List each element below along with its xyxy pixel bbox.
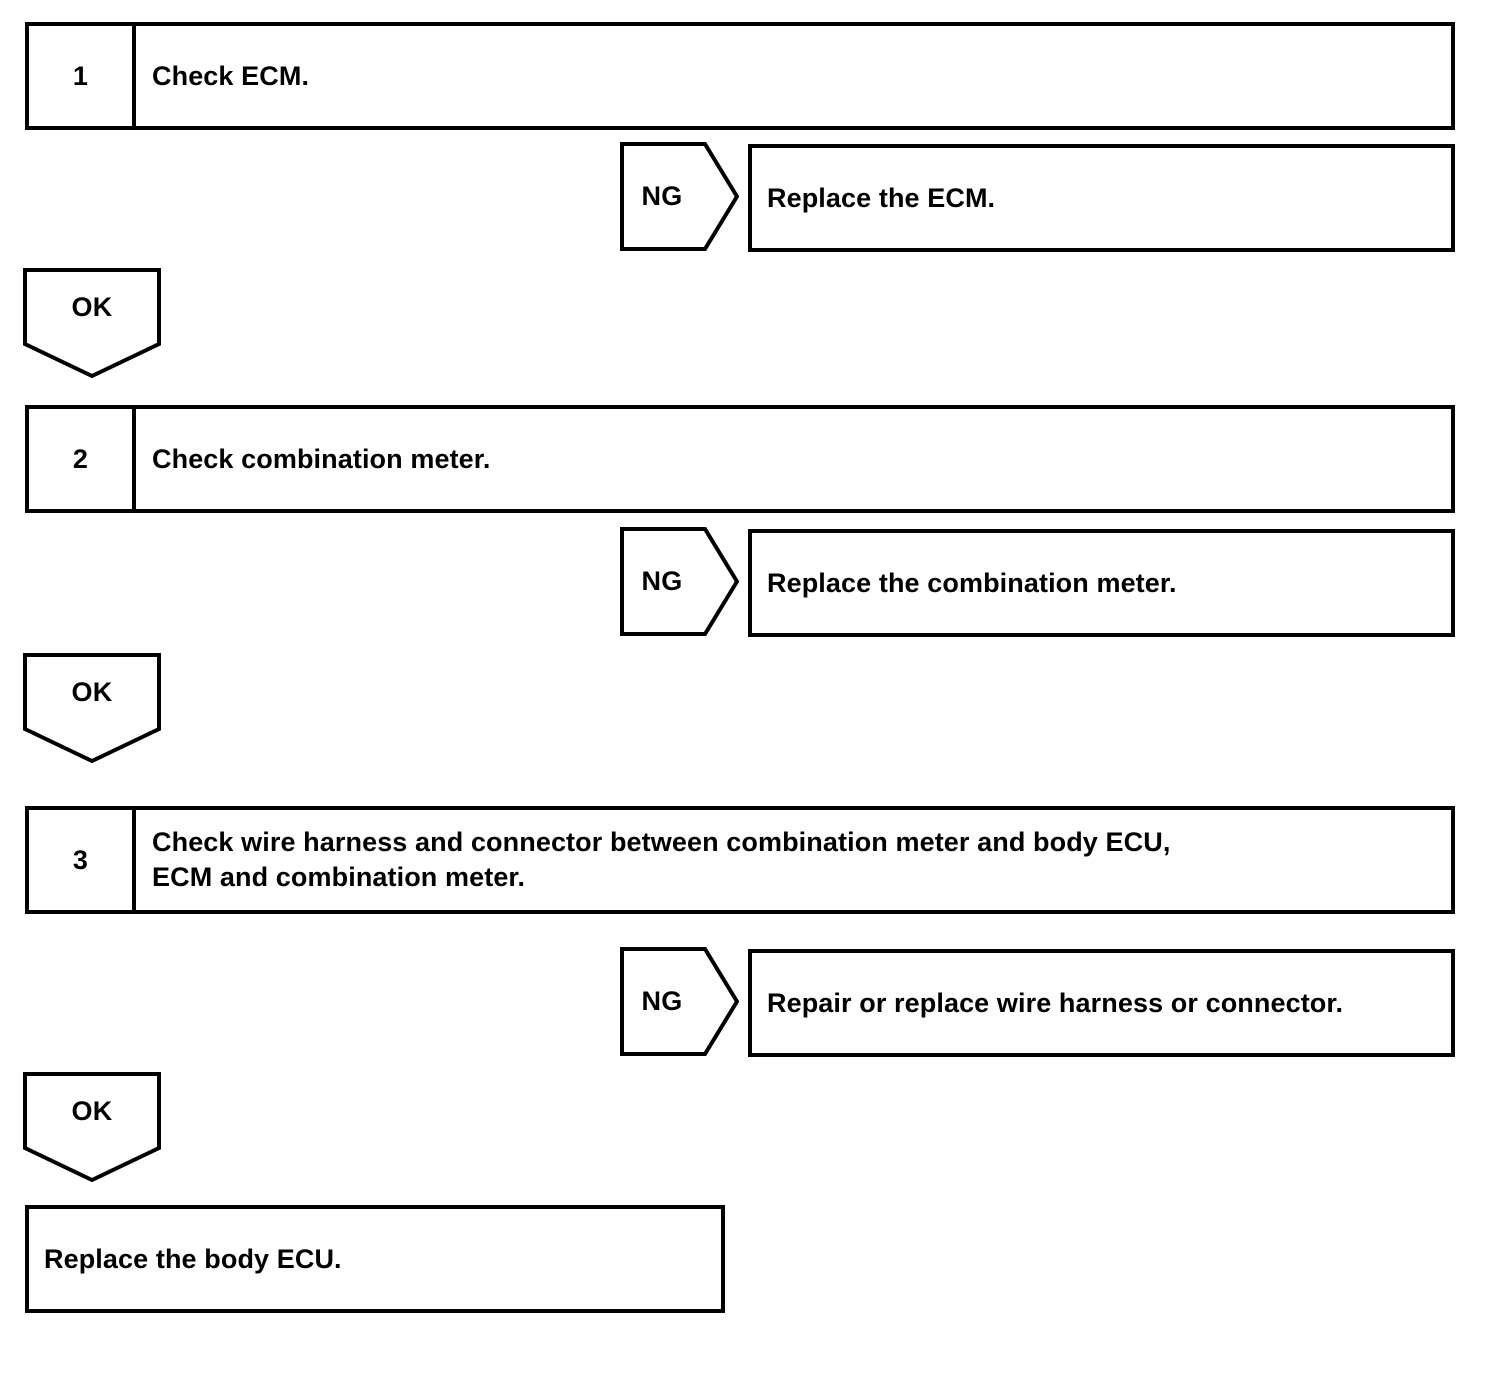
step-text-line: ECM and combination meter. bbox=[152, 862, 526, 892]
ng-arrow-3: NG bbox=[620, 947, 739, 1056]
ng-arrow-1: NG bbox=[620, 142, 739, 251]
ok-label-3: OK bbox=[71, 1095, 113, 1126]
final-result-box[interactable]: Replace the body ECU. bbox=[25, 1205, 725, 1313]
ng-label-2: NG bbox=[641, 566, 683, 596]
ng-label-1: NG bbox=[641, 181, 683, 211]
ok-arrow-1: OK bbox=[23, 268, 161, 378]
ng-arrow-2: NG bbox=[620, 527, 739, 636]
ng-label-3: NG bbox=[641, 986, 683, 1016]
step-number-3: 3 bbox=[29, 810, 136, 910]
step-text-line: Check ECM. bbox=[152, 60, 310, 91]
step-text-lines: Check wire harness and connector between… bbox=[152, 825, 1170, 894]
step-box-2[interactable]: 2 Check combination meter. bbox=[25, 405, 1455, 513]
ng-result-box-2[interactable]: Replace the combination meter. bbox=[748, 529, 1455, 637]
ok-label-1: OK bbox=[71, 291, 113, 322]
step-text-1: Check ECM. bbox=[136, 26, 1451, 126]
ok-arrow-2: OK bbox=[23, 653, 161, 763]
step-text-3: Check wire harness and connector between… bbox=[136, 810, 1451, 910]
ng-result-box-3[interactable]: Repair or replace wire harness or connec… bbox=[748, 949, 1455, 1057]
ok-arrow-3: OK bbox=[23, 1072, 161, 1182]
step-text-2: Check combination meter. bbox=[136, 409, 1451, 509]
step-number-2: 2 bbox=[29, 409, 136, 509]
ng-result-box-1[interactable]: Replace the ECM. bbox=[748, 144, 1455, 252]
step-number-1: 1 bbox=[29, 26, 136, 126]
step-text-line: Check combination meter. bbox=[152, 443, 491, 474]
ok-label-2: OK bbox=[71, 676, 113, 707]
step-text-line: Check wire harness and connector between… bbox=[152, 827, 1171, 858]
step-box-3[interactable]: 3 Check wire harness and connector betwe… bbox=[25, 806, 1455, 914]
step-box-1[interactable]: 1 Check ECM. bbox=[25, 22, 1455, 130]
